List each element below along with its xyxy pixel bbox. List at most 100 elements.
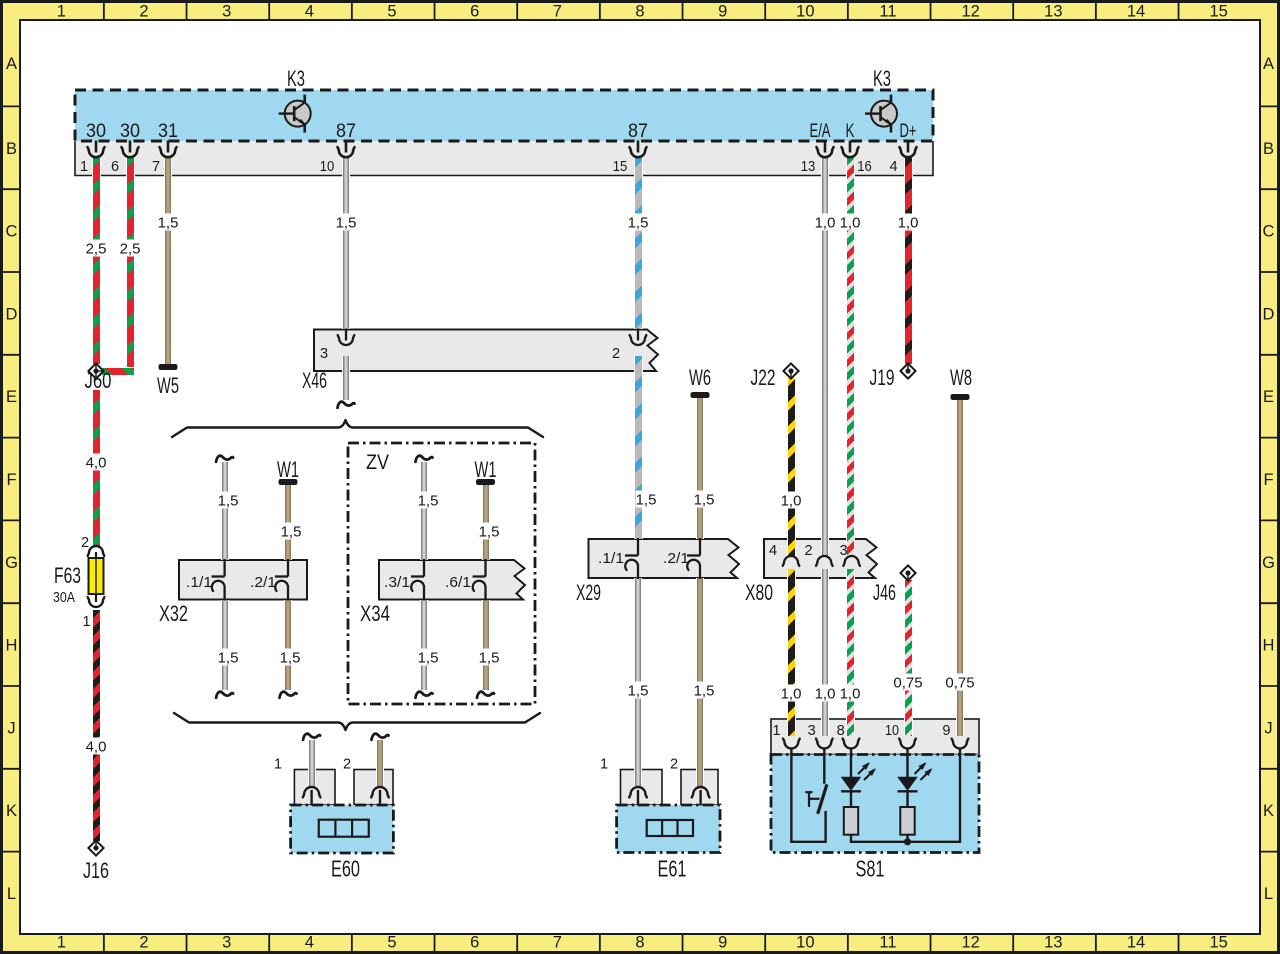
svg-text:J19: J19 (870, 365, 895, 390)
svg-text:10: 10 (320, 159, 335, 175)
svg-text:1,5: 1,5 (281, 524, 302, 541)
svg-text:.2/1: .2/1 (250, 574, 276, 591)
svg-text:1,0: 1,0 (840, 215, 861, 232)
svg-text:31: 31 (158, 121, 178, 142)
svg-text:1,5: 1,5 (628, 215, 649, 232)
svg-text:1,5: 1,5 (280, 650, 301, 667)
svg-text:ZV: ZV (366, 451, 389, 474)
svg-text:X32: X32 (159, 601, 188, 626)
svg-text:9: 9 (942, 723, 950, 739)
svg-text:15: 15 (1209, 934, 1227, 952)
svg-text:10: 10 (885, 723, 899, 739)
svg-text:A: A (1263, 55, 1274, 73)
svg-text:G: G (5, 554, 18, 572)
svg-text:E61: E61 (658, 856, 687, 882)
svg-text:1,5: 1,5 (479, 650, 500, 667)
svg-text:1,5: 1,5 (479, 524, 500, 541)
svg-text:30: 30 (86, 121, 106, 142)
svg-text:2: 2 (612, 346, 620, 362)
svg-text:J: J (7, 719, 15, 737)
svg-text:G: G (1262, 554, 1275, 572)
svg-text:5: 5 (387, 3, 396, 21)
svg-text:.3/1: .3/1 (384, 574, 410, 591)
svg-text:6: 6 (470, 3, 479, 21)
svg-text:11: 11 (879, 3, 896, 21)
svg-text:W6: W6 (689, 365, 711, 390)
svg-text:H: H (6, 637, 18, 655)
svg-text:4: 4 (889, 159, 897, 175)
svg-text:12: 12 (961, 3, 979, 21)
svg-text:14: 14 (1127, 934, 1145, 952)
svg-text:1,5: 1,5 (336, 215, 357, 232)
svg-text:E60: E60 (331, 856, 360, 882)
svg-text:B: B (1263, 140, 1274, 158)
svg-text:10: 10 (796, 934, 814, 952)
svg-text:H: H (1263, 637, 1275, 655)
svg-text:0,75: 0,75 (945, 675, 974, 692)
svg-text:1,5: 1,5 (418, 493, 439, 510)
svg-text:F63: F63 (54, 563, 81, 588)
svg-text:K: K (846, 121, 855, 142)
svg-text:7: 7 (152, 159, 160, 175)
svg-text:13: 13 (1044, 3, 1062, 21)
svg-text:4: 4 (769, 543, 777, 559)
svg-text:W1: W1 (475, 457, 497, 482)
svg-text:D: D (6, 305, 18, 323)
svg-text:2: 2 (139, 3, 148, 21)
svg-text:1,5: 1,5 (218, 493, 239, 510)
svg-text:1: 1 (82, 614, 90, 630)
svg-text:4,0: 4,0 (86, 739, 107, 756)
svg-text:0,75: 0,75 (893, 675, 922, 692)
svg-text:C: C (1263, 223, 1275, 241)
svg-text:1: 1 (773, 723, 781, 739)
svg-text:15: 15 (1209, 3, 1227, 21)
svg-text:J16: J16 (83, 858, 109, 883)
svg-text:3: 3 (320, 346, 328, 362)
svg-text:3: 3 (222, 3, 231, 21)
svg-text:87: 87 (628, 121, 648, 142)
svg-text:5: 5 (387, 934, 396, 952)
svg-text:6: 6 (111, 159, 119, 175)
svg-text:.2/1: .2/1 (663, 550, 689, 567)
svg-text:F: F (1263, 471, 1273, 489)
svg-text:S81: S81 (856, 856, 885, 882)
svg-text:16: 16 (857, 159, 872, 175)
svg-text:2: 2 (343, 757, 351, 773)
svg-text:1,5: 1,5 (694, 683, 715, 700)
svg-text:K3: K3 (873, 66, 891, 91)
svg-text:1: 1 (600, 757, 608, 773)
svg-text:10: 10 (796, 3, 814, 21)
svg-text:2,5: 2,5 (120, 241, 141, 258)
svg-text:2: 2 (805, 543, 813, 559)
svg-text:F: F (6, 471, 16, 489)
svg-text:1: 1 (57, 934, 66, 952)
svg-text:C: C (6, 223, 18, 241)
svg-text:J: J (1264, 719, 1272, 737)
svg-text:3: 3 (840, 543, 848, 559)
svg-text:K3: K3 (287, 66, 305, 91)
svg-text:A: A (6, 55, 17, 73)
svg-text:30A: 30A (53, 589, 75, 606)
svg-text:4: 4 (305, 934, 314, 952)
svg-text:1,5: 1,5 (418, 650, 439, 667)
svg-text:8: 8 (837, 723, 845, 739)
svg-text:X46: X46 (302, 368, 327, 393)
svg-text:W8: W8 (950, 365, 972, 390)
svg-text:1,5: 1,5 (694, 492, 715, 509)
svg-text:3: 3 (222, 934, 231, 952)
svg-text:2: 2 (139, 934, 148, 952)
svg-text:.6/1: .6/1 (445, 574, 471, 591)
svg-text:B: B (6, 140, 17, 158)
svg-text:4,0: 4,0 (86, 455, 107, 472)
svg-text:3: 3 (808, 723, 816, 739)
svg-text:1,5: 1,5 (158, 215, 179, 232)
svg-text:1,5: 1,5 (628, 683, 649, 700)
svg-text:1,5: 1,5 (636, 492, 657, 509)
svg-text:X34: X34 (360, 601, 390, 626)
svg-text:12: 12 (961, 934, 979, 952)
svg-text:.1/1: .1/1 (598, 550, 624, 567)
svg-text:W5: W5 (157, 373, 179, 398)
svg-text:W1: W1 (277, 457, 299, 482)
svg-text:1,0: 1,0 (840, 686, 861, 703)
svg-text:2: 2 (670, 757, 678, 773)
